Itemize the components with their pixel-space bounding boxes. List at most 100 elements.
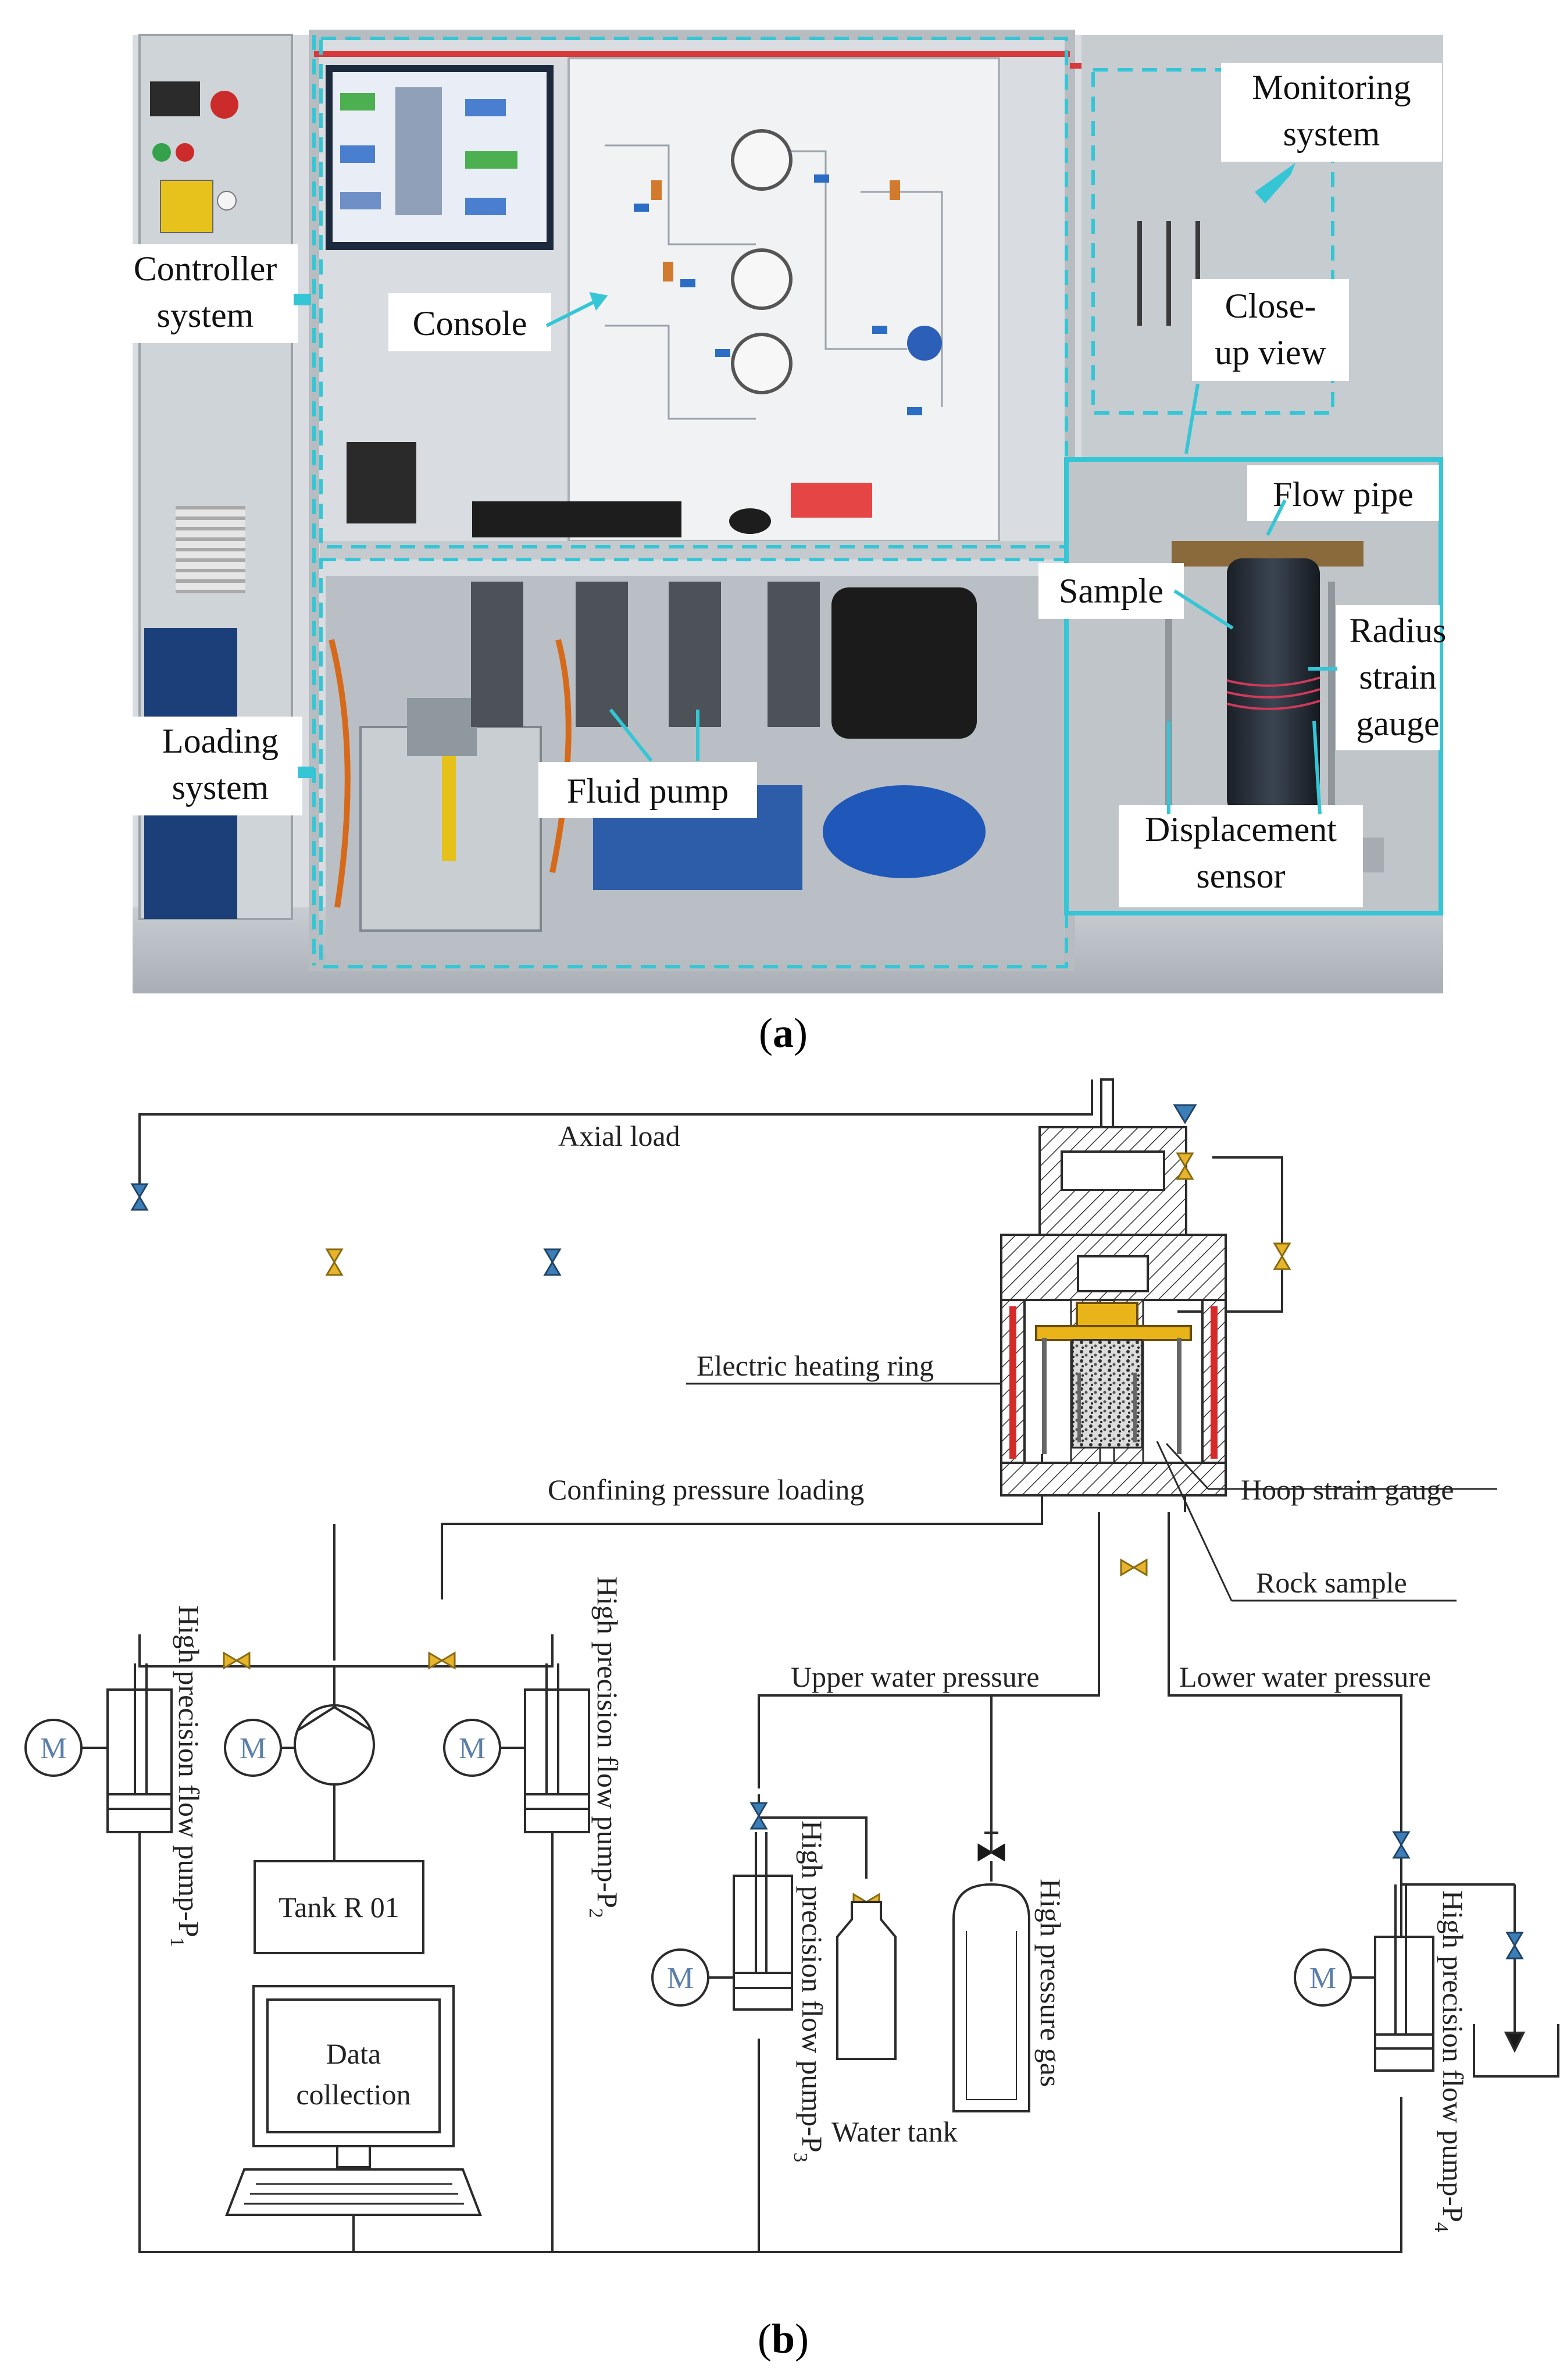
label-tank-r01: Tank R 01: [279, 1891, 399, 1923]
label-closeup-line1: Close-: [1225, 287, 1316, 325]
screen-widget: [465, 198, 506, 215]
pressure-gauge-1: [731, 129, 793, 191]
label-bg: [113, 244, 298, 343]
strain-gauge-wire: [1226, 676, 1320, 710]
label-radius-line3: gauge: [1356, 704, 1439, 743]
label-water-tank: Water tank: [831, 2115, 958, 2148]
label-controller-line2: system: [157, 296, 254, 334]
screen-widget: [340, 145, 375, 163]
label-displacement-line2: sensor: [1196, 857, 1285, 895]
label-displacement-line1: Displacement: [1145, 810, 1337, 849]
red-frame-stripe: [314, 51, 1070, 57]
callout-regions: [312, 35, 1334, 968]
label-closeup-line2: up view: [1215, 333, 1326, 372]
blue-valve-outlet: [1505, 1932, 1524, 1959]
label-bg: [538, 762, 757, 818]
label-radius-line2: strain: [1359, 658, 1436, 696]
mouse: [729, 508, 771, 534]
motor-circulation: M: [240, 1732, 266, 1765]
blue-valve-p2: [543, 1248, 562, 1276]
label-radius-line1: Radius: [1350, 611, 1447, 650]
yellow-valve-h1: [223, 1651, 251, 1670]
circulation-pump: [224, 1704, 375, 1786]
main-switch: [160, 180, 213, 233]
label-hoop-gauge: Hoop strain gauge: [1241, 1473, 1454, 1506]
desk-shelf: [320, 541, 1064, 560]
screen-widget: [465, 99, 506, 116]
fluid-pump-units: [471, 582, 820, 727]
label-confining: Confining pressure loading: [548, 1473, 864, 1506]
water-level-marker: [1173, 1104, 1197, 1124]
photo-labels: Monitoring system Controller system Cons…: [113, 63, 1446, 907]
label-bg: [1336, 605, 1440, 750]
label-monitoring-line2: system: [1283, 115, 1380, 153]
screen-vessel-graphic: [395, 87, 442, 215]
motor-labels: M M M M M: [40, 1732, 1336, 1995]
label-bg: [1221, 63, 1442, 162]
label-bg: [1192, 279, 1349, 381]
label-controller-line1: Controller: [134, 250, 277, 288]
data-collection-computer: [225, 1985, 482, 2216]
tank-cap: [407, 698, 477, 756]
red-indicator: [176, 143, 194, 162]
vertical-pump-labels: High precision flow pump-P1 High precisi…: [166, 1576, 1469, 2232]
orange-hoses: [329, 639, 572, 908]
leader-lines: [686, 1383, 1497, 1602]
compressor-housing: [831, 587, 977, 739]
pressure-gauge-2: [731, 248, 793, 310]
schematic-panel: [24, 1078, 1559, 2253]
label-loading-line1: Loading: [162, 722, 279, 760]
panel-valves: [634, 174, 922, 415]
flow-pump-p4: [1294, 1884, 1434, 2072]
label-bg: [129, 717, 302, 815]
flow-pump-p1: [24, 1663, 173, 1833]
emergency-stop-button: [210, 91, 238, 119]
motor-p2: M: [459, 1732, 486, 1765]
pressure-gauge-3: [731, 333, 793, 394]
label-console: Console: [413, 304, 527, 343]
label-pump-p3: High precision flow pump-P3: [790, 1820, 829, 2162]
compressor-tank: [823, 785, 986, 878]
blue-valve-p4: [1392, 1831, 1411, 1859]
gas-valve: [977, 1832, 1005, 1862]
green-indicator: [152, 143, 171, 162]
label-hp-gas: High pressure gas: [1034, 1879, 1067, 2087]
caption-b: (b): [758, 2315, 809, 2362]
gas-cylinder: [952, 1861, 1030, 2112]
nameplate: [791, 483, 872, 518]
triaxial-cell: [1000, 1078, 1227, 1497]
label-bg: [1038, 563, 1184, 619]
screen-widget: [340, 93, 375, 111]
label-axial-load: Axial load: [558, 1120, 680, 1152]
photo-arrows: [294, 163, 1337, 815]
label-flow-pipe: Flow pipe: [1273, 475, 1413, 514]
label-monitoring-line1: Monitoring: [1252, 68, 1411, 106]
label-heating-ring: Electric heating ring: [697, 1349, 934, 1382]
white-indicator: [217, 191, 237, 211]
motor-p1: M: [40, 1732, 67, 1765]
schematic-labels: Axial load Electric heating ring Confini…: [40, 1120, 1469, 2232]
yellow-valve-bleed-top: [1176, 1152, 1194, 1180]
caption-a: (a): [759, 1010, 808, 1056]
label-fluid-pump: Fluid pump: [567, 772, 729, 810]
valves: [130, 1104, 1524, 1959]
tank-r01: [254, 1860, 424, 1954]
controller-display: [150, 81, 200, 116]
yellow-valve-confining-mid: [325, 1248, 344, 1276]
label-bg: [1119, 805, 1363, 907]
blue-valve-axial: [130, 1183, 149, 1211]
flow-pump-p3: [651, 1832, 793, 2011]
label-pump-p2: High precision flow pump-P2: [585, 1576, 624, 1918]
outlet-beaker: [1473, 2024, 1559, 2078]
yellow-valve-cell-bottom: [1120, 1558, 1148, 1577]
label-sample: Sample: [1059, 572, 1163, 610]
label-data-line2: collection: [296, 2078, 411, 2111]
photo-panel: Monitoring system Controller system Cons…: [113, 30, 1446, 993]
regulator-knob: [907, 326, 942, 361]
label-upper-water: Upper water pressure: [791, 1661, 1040, 1693]
label-loading-line2: system: [172, 768, 269, 807]
screen-widget: [340, 192, 381, 209]
mini-pc: [347, 442, 416, 523]
keyboard: [472, 501, 681, 537]
label-bg: [388, 293, 551, 351]
